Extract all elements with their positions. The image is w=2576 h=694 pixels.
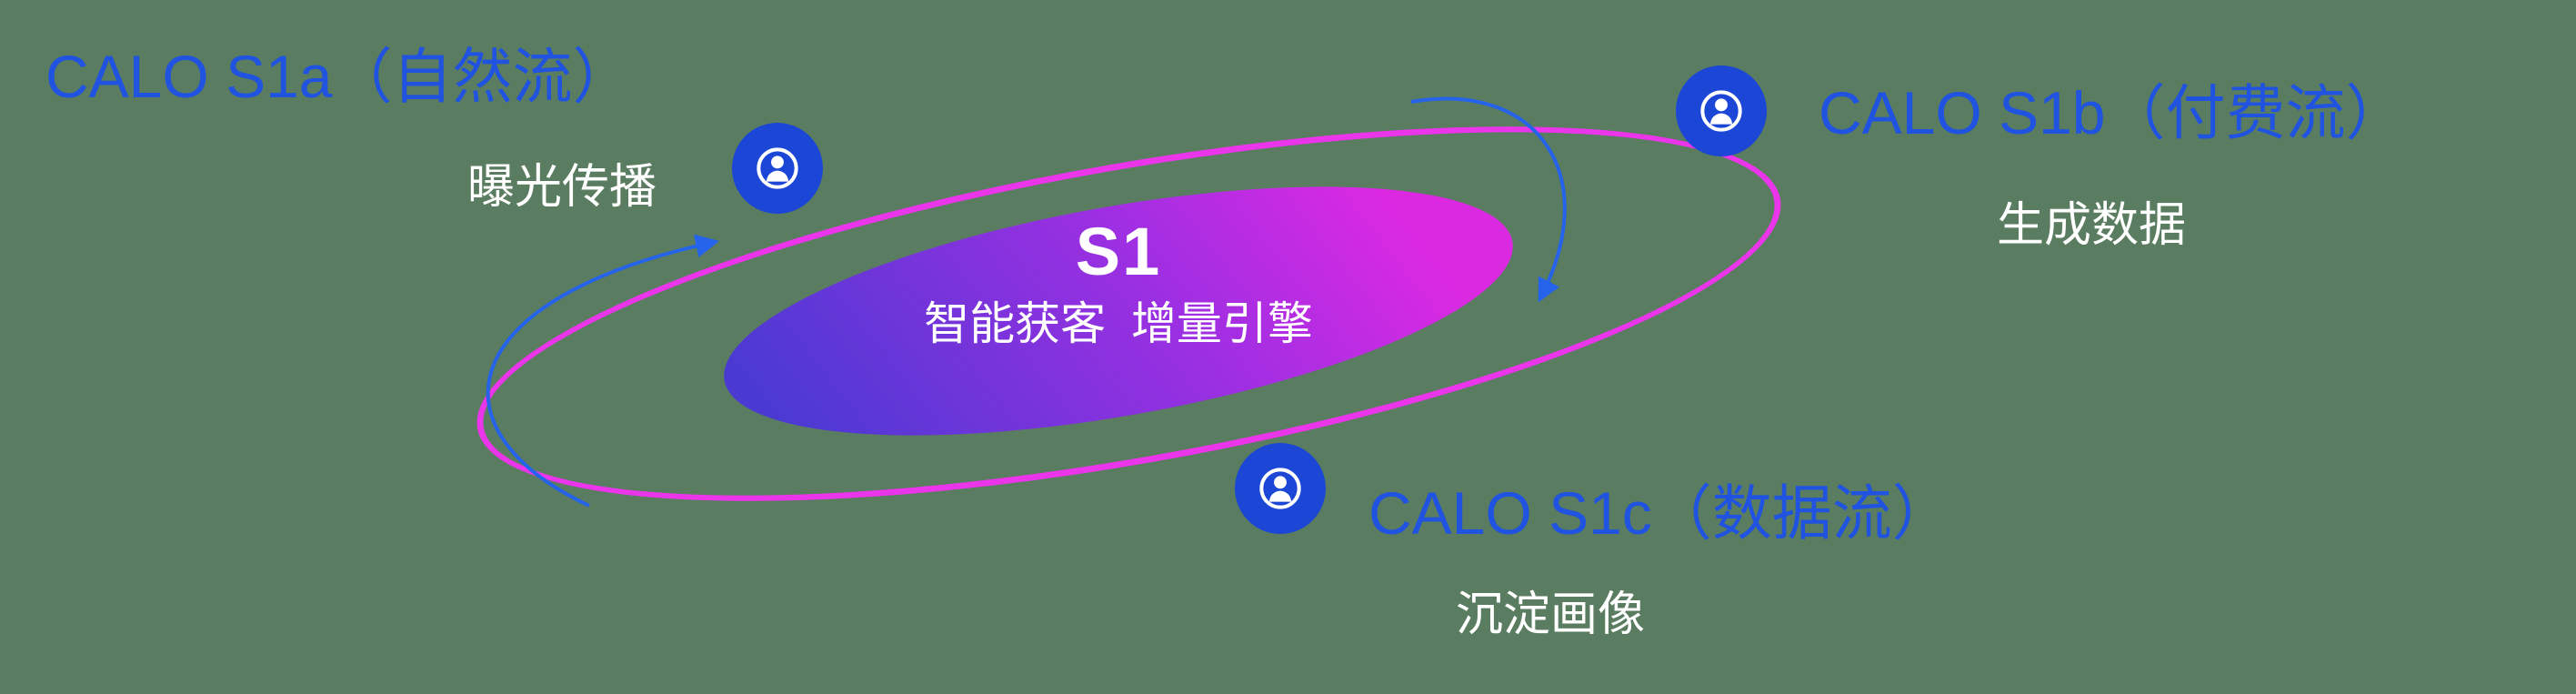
- user-in-circle-icon: [1700, 90, 1742, 132]
- core-subtitle: 智能获客 增量引擎: [924, 298, 1313, 350]
- node-s1a: [732, 123, 823, 214]
- user-in-circle-icon: [757, 147, 798, 189]
- sublabel-s1c: 沉淀画像: [1455, 588, 1646, 641]
- core-text-block: S1 智能获客 增量引擎: [924, 215, 1313, 349]
- sublabel-s1b: 生成数据: [1996, 199, 2187, 252]
- node-s1c: [1235, 443, 1326, 534]
- user-in-circle-icon: [1259, 468, 1301, 509]
- label-s1c: CALO S1c（数据流）: [1368, 479, 1952, 547]
- node-s1b: [1676, 65, 1767, 156]
- sublabel-s1a: 曝光传播: [466, 161, 657, 214]
- label-s1b: CALO S1b（付费流）: [1819, 79, 2406, 146]
- label-s1a: CALO S1a（自然流）: [45, 43, 633, 110]
- core-title: S1: [1075, 214, 1162, 289]
